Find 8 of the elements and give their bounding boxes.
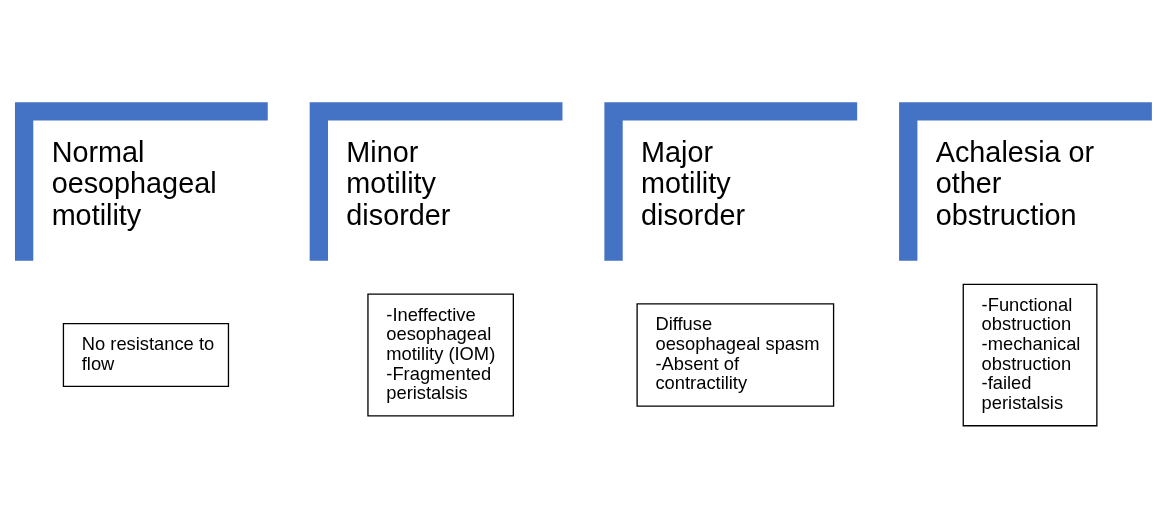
node-box: -Functional obstruction -mechanical obstruction -failed peristalsis bbox=[962, 283, 1098, 427]
node-box: No resistance to flow bbox=[62, 322, 230, 388]
node-text: Achalesia or other obstruction bbox=[935, 135, 1095, 231]
node-text: Minor motility disorder bbox=[346, 135, 451, 231]
node-box: -Ineffective oesophageal motility (IOM) -Fragmented peristalsis bbox=[367, 293, 514, 417]
node-box: Diffuse oesophageal spasm -Absent of contractility bbox=[636, 303, 835, 407]
node-text: Major motility disorder bbox=[641, 135, 746, 231]
node-text: Normal oesophageal motility bbox=[51, 135, 217, 231]
